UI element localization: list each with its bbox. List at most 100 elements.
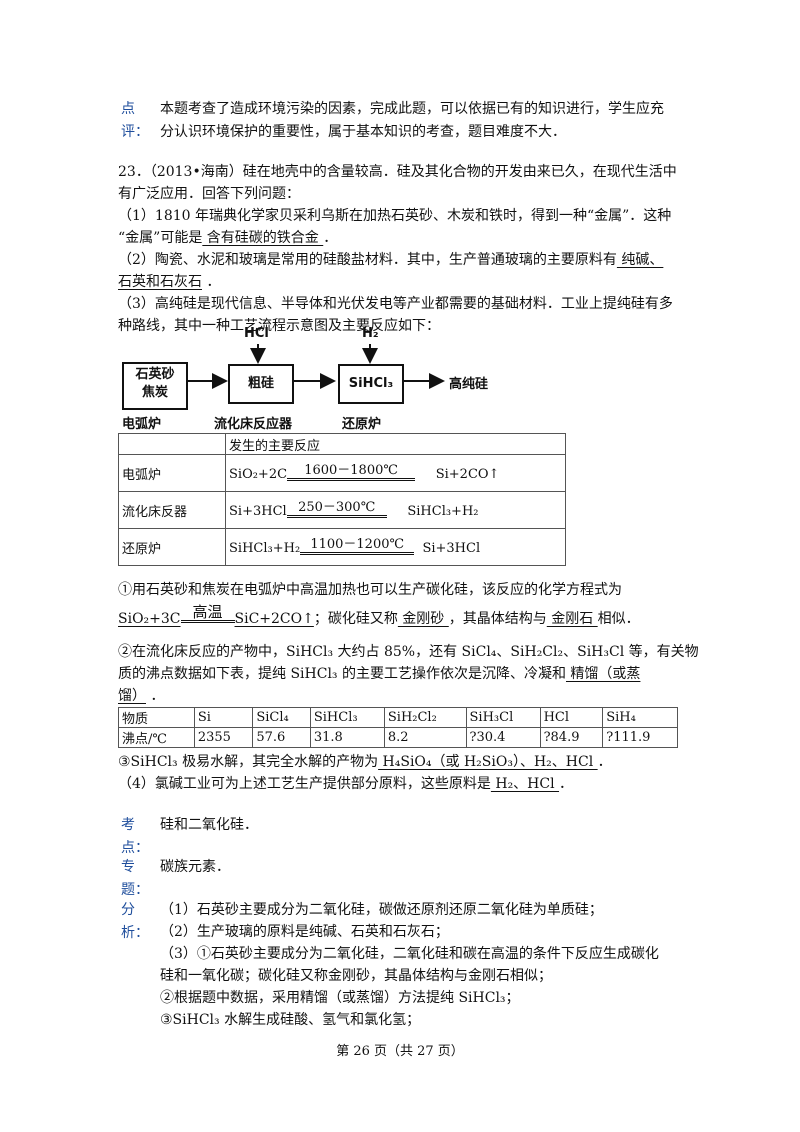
part4-end: ． — [559, 776, 574, 792]
question-header-1: 23．（2013•海南）硅在地壳中的含量较高．硅及其化合物的开发由来已久，在现代… — [118, 164, 677, 180]
zhuanti-text: 碳族元素． — [160, 859, 230, 875]
sub2-answer-a: 精馏（或蒸 — [565, 666, 641, 682]
page-footer: 第 26 页（共 27 页） — [336, 1044, 464, 1059]
boiling-point-table: 物质 Si SiCl₄ SiHCl₃ SiH₂Cl₂ SiH₃Cl HCl Si… — [118, 707, 678, 748]
zhuanti-label-b: 题： — [121, 882, 149, 898]
review-line-1: 本题考查了造成环境污染的因素，完成此题，可以依据已有的知识进行，学生应充 — [160, 101, 664, 117]
reaction-condition-text: 250－300℃ — [298, 500, 376, 515]
reaction-condition: 1600－1800℃ — [287, 463, 416, 481]
part2-prompt: （2）陶瓷、水泥和玻璃是常用的硅酸盐材料．其中，生产普通玻璃的主要原料有 — [118, 252, 617, 268]
kaodian-text: 硅和二氧化硅． — [160, 817, 258, 833]
box-crude-silicon: 粗硅 — [228, 364, 294, 404]
bp-cell: SiCl₄ — [252, 707, 311, 728]
bp-cell: SiH₂Cl₂ — [383, 707, 467, 728]
part2-answer-b: 石英和石灰石 — [118, 274, 202, 290]
sub3-line: ③SiHCl₃ 极易水解，其完全水解的产物为 H₄SiO₄（或 H₂SiO₃）、… — [118, 752, 612, 772]
bp-cell: ?30.4 — [465, 727, 541, 748]
part2-answer-a: 纯碱、 — [616, 252, 664, 268]
kaodian-label-a: 考 — [121, 817, 135, 833]
sub3-end: ． — [597, 754, 612, 770]
reaction-products: Si+2CO↑ — [435, 467, 500, 482]
part4-prompt: （4）氯碱工业可为上述工艺生产提供部分原料，这些原料是 — [118, 776, 491, 792]
reaction-products: SiHCl₃+H₂ — [407, 504, 479, 519]
bp-cell: 物质 — [118, 707, 195, 728]
sub1-line1: ①用石英砂和焦炭在电弧炉中高温加热也可以生产碳化硅，该反应的化学方程式为 — [118, 582, 622, 598]
h2-input-label: H₂ — [362, 326, 379, 341]
arc-furnace-label: 电弧炉 — [122, 417, 162, 432]
reaction-row-name: 流化床反器 — [118, 491, 226, 529]
product-label: 高纯硅 — [449, 377, 489, 392]
sub2-line2: 质的沸点数据如下表，提纯 SiHCl₃ 的主要工艺操作依次是沉降、冷凝和 精馏（… — [118, 664, 640, 684]
bp-cell: ?84.9 — [539, 727, 604, 748]
sub3-prompt: ③SiHCl₃ 极易水解，其完全水解的产物为 — [118, 754, 379, 770]
box-sihcl3: SiHCl₃ — [338, 364, 404, 404]
reaction-row-name: 电弧炉 — [118, 454, 226, 492]
hcl-input-label: HCl — [244, 326, 269, 341]
analysis-line-2: （2）生产玻璃的原料是纯碱、石英和石灰石； — [160, 924, 449, 940]
bp-cell: 57.6 — [252, 727, 311, 748]
bp-cell: 2355 — [193, 727, 254, 748]
box-quartz-sand: 石英砂 — [135, 367, 175, 382]
reaction-products: Si+3HCl — [422, 541, 481, 556]
bp-cell: Si — [193, 707, 254, 728]
sub2-end: ． — [146, 688, 165, 704]
bp-cell: SiHCl₃ — [309, 707, 385, 728]
sub2-prompt: 质的沸点数据如下表，提纯 SiHCl₃ 的主要工艺操作依次是沉降、冷凝和 — [118, 666, 566, 682]
part3-line1: （3）高纯硅是现代信息、半导体和光伏发电等产业都需要的基础材料．工业上提纯硅有多 — [118, 296, 673, 312]
part1-text: （1）1810 年瑞典化学家贝采利乌斯在加热石英砂、木炭和铁时，得到一种“金属”… — [118, 208, 672, 224]
bp-cell: 31.8 — [309, 727, 385, 748]
part1-end: ． — [323, 230, 338, 246]
fenxi-label-a: 分 — [121, 902, 135, 918]
part4-line: （4）氯碱工业可为上述工艺生产提供部分原料，这些原料是 H₂、HCl ． — [118, 774, 573, 794]
bp-value-row: 沸点/℃ 2355 57.6 31.8 8.2 ?30.4 ?84.9 ?111… — [118, 727, 678, 748]
reaction-reactants: Si+3HCl — [229, 504, 287, 519]
fenxi-label-b: 析： — [121, 925, 149, 941]
part1-answer: 含有硅碳的铁合金 — [202, 230, 324, 246]
reaction-condition-text: 1100－1200℃ — [310, 537, 405, 552]
analysis-line-4: 硅和一氧化碳；碳化硅又称金刚砂，其晶体结构与金刚石相似； — [160, 968, 552, 984]
sub1-eq-condition: 高温 — [180, 604, 235, 623]
reaction-row-name: 还原炉 — [118, 528, 226, 566]
reaction-row: 流化床反器 Si+3HCl 250－300℃ SiHCl₃+H₂ — [118, 491, 566, 529]
question-header-2: 有广泛应用．回答下列问题： — [118, 186, 300, 202]
reaction-row: 还原炉 SiHCl₃+H₂ 1100－1200℃ Si+3HCl — [118, 528, 566, 566]
fluidized-bed-label: 流化床反应器 — [214, 417, 293, 432]
box-raw-materials: 石英砂 焦炭 — [122, 362, 188, 410]
reaction-table-header: 发生的主要反应 — [225, 433, 566, 455]
analysis-line-3: （3）①石英砂主要成分为二氧化硅，二氧化硅和碳在高温的条件下反应生成碳化 — [160, 946, 659, 962]
sub2-line1: ②在流化床反应的产物中，SiHCl₃ 大约占 85%，还有 SiCl₄、SiH₂… — [118, 644, 699, 660]
sub1-mid2: ，其晶体结构与 — [448, 611, 547, 627]
reaction-row-equation: Si+3HCl 250－300℃ SiHCl₃+H₂ — [225, 491, 566, 529]
review-label-b: 评： — [121, 124, 149, 140]
sub1-eq-left: SiO₂+3C — [118, 611, 181, 627]
bp-cell: ?111.9 — [602, 727, 678, 748]
reaction-condition: 250－300℃ — [286, 500, 387, 518]
reaction-condition-text: 1600－1800℃ — [304, 463, 398, 478]
bp-cell: SiH₄ — [602, 707, 678, 728]
sub2-line3: 馏） ． — [118, 686, 164, 706]
part4-answer: H₂、HCl — [490, 776, 560, 792]
reduction-furnace-label: 还原炉 — [342, 417, 382, 432]
sub2-answer-b: 馏） — [118, 688, 146, 704]
sub1-end: 相似． — [597, 611, 640, 627]
reaction-row-equation: SiHCl₃+H₂ 1100－1200℃ Si+3HCl — [225, 528, 566, 566]
review-label-a: 点 — [121, 101, 135, 117]
bp-cell: HCl — [539, 707, 604, 728]
analysis-line-5: ②根据题中数据，采用精馏（或蒸馏）方法提纯 SiHCl₃； — [160, 990, 520, 1006]
sub1-mid: ；碳化硅又称 — [313, 611, 398, 627]
analysis-line-1: （1）石英砂主要成分为二氧化硅，碳做还原剂还原二氧化硅为单质硅； — [160, 902, 603, 918]
part2-line1: （2）陶瓷、水泥和玻璃是常用的硅酸盐材料．其中，生产普通玻璃的主要原料有 纯碱、 — [118, 250, 663, 270]
bp-header-row: 物质 Si SiCl₄ SiHCl₃ SiH₂Cl₂ SiH₃Cl HCl Si… — [118, 707, 678, 728]
reaction-condition: 1100－1200℃ — [300, 537, 415, 555]
review-line-2: 分认识环境保护的重要性，属于基本知识的考查，题目难度不大． — [160, 124, 566, 140]
zhuanti-label-a: 专 — [121, 859, 135, 875]
bp-cell: 8.2 — [383, 727, 467, 748]
reaction-reactants: SiHCl₃+H₂ — [229, 541, 301, 556]
sub1-eq-right: SiC+2CO↑ — [234, 611, 314, 627]
part3-line2: 种路线，其中一种工艺流程示意图及主要反应如下： — [118, 318, 440, 334]
part1-line2: “金属”可能是 含有硅碳的铁合金 ． — [118, 228, 337, 248]
